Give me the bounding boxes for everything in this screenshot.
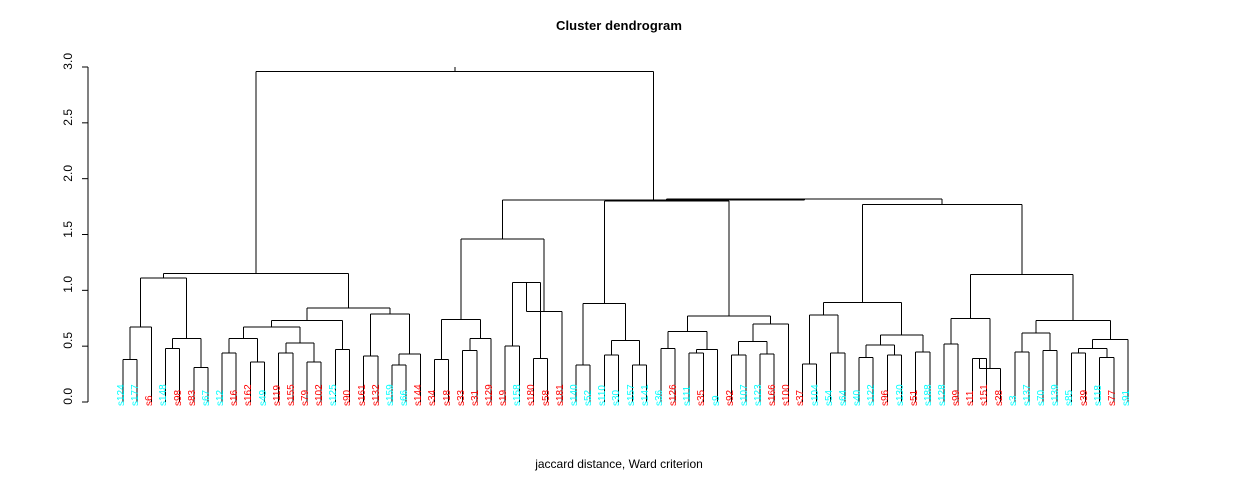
leaf-label: s6 (144, 395, 156, 406)
leaf-label: s99 (951, 389, 963, 406)
leaf-label: s119 (271, 385, 283, 406)
leaf-label: s155 (285, 384, 297, 406)
y-tick-label: 1.0 (61, 276, 75, 294)
leaf-label: s159 (384, 384, 396, 406)
leaf-label: s126 (668, 384, 680, 406)
dendrogram-branches (122, 67, 1129, 402)
y-axis (82, 66, 89, 403)
leaf-label: s92 (724, 389, 736, 406)
leaf-label: s128 (936, 384, 948, 406)
leaf-label: s34 (427, 389, 439, 406)
leaf-label: s148 (158, 384, 170, 406)
leaf-label: s39 (1078, 389, 1090, 406)
leaf-label: s33 (455, 389, 467, 406)
leaf-label: s40 (852, 389, 864, 406)
leaf-label: s166 (767, 384, 779, 406)
leaf-label: s3 (1007, 395, 1019, 406)
leaf-label: s139 (1050, 384, 1062, 406)
leaf-label: s110 (597, 385, 609, 406)
leaf-label: s107 (738, 384, 750, 406)
leaf-label: s30 (611, 389, 623, 406)
leaf-label: s140 (568, 384, 580, 406)
leaf-label: s54 (823, 389, 835, 406)
leaf-label: s19 (498, 389, 510, 406)
leaf-label: s130 (894, 384, 906, 406)
leaf-label: s98 (172, 389, 184, 406)
leaf-label: s157 (625, 384, 637, 406)
leaf-label: s67 (200, 389, 212, 406)
leaf-label: s111 (682, 385, 694, 406)
leaf-label: s180 (526, 384, 538, 406)
leaf-label: s12 (215, 389, 227, 406)
leaf-label: s79 (300, 389, 311, 406)
leaf-label: s36 (653, 389, 665, 406)
leaf-label: s137 (1021, 384, 1033, 406)
leaf-label: s123 (752, 384, 764, 406)
leaf-label: s31 (469, 389, 481, 406)
leaf-label: s177 (130, 384, 142, 406)
leaf-label: s91 (1121, 389, 1132, 406)
leaf-label: s64 (837, 389, 849, 406)
leaf-label: s70 (1036, 389, 1048, 406)
leaf-label: s104 (809, 384, 821, 406)
y-tick-label: 0.5 (61, 332, 75, 349)
leaf-label: s144 (413, 384, 425, 406)
leaf-label: s124 (116, 384, 127, 406)
leaf-label: s90 (342, 389, 354, 406)
y-tick-label: 2.0 (61, 164, 75, 182)
leaf-label: s49 (257, 389, 269, 406)
leaf-label: s181 (554, 384, 566, 406)
leaf-label: s66 (399, 389, 411, 406)
leaf-label: s188 (922, 384, 934, 406)
leaf-label: s9 (710, 395, 722, 406)
leaf-label: s37 (795, 389, 807, 406)
leaf-label: s58 (540, 389, 552, 406)
leaf-label: s83 (186, 389, 198, 406)
leaf-label: s11 (965, 390, 977, 406)
leaf-label: s35 (696, 389, 708, 406)
leaf-label: s77 (1106, 389, 1118, 406)
y-tick-label: 1.5 (61, 220, 75, 238)
leaf-label: s52 (583, 389, 595, 406)
leaf-label: s100 (781, 384, 793, 406)
leaf-label: s132 (370, 384, 382, 406)
leaf-label: s96 (880, 389, 892, 406)
leaf-label: s162 (243, 384, 255, 406)
leaf-label: s16 (229, 389, 241, 406)
leaf-label: s125 (328, 384, 340, 406)
leaf-label: s118 (1092, 385, 1104, 406)
leaf-label: s28 (993, 389, 1005, 406)
leaf-label: s18 (441, 389, 453, 406)
leaf-label: s141 (639, 384, 651, 406)
leaf-label: s122 (866, 384, 878, 406)
page-title: Cluster dendrogram (555, 18, 683, 33)
leaf-label: s102 (314, 384, 326, 406)
leaf-label: s51 (908, 389, 920, 406)
y-tick-label: 0.0 (61, 388, 75, 405)
x-axis-label: jaccard distance, Ward criterion (535, 457, 703, 471)
y-tick-label: 3.0 (61, 53, 75, 70)
leaf-label: s129 (484, 384, 496, 406)
y-tick-label: 2.5 (61, 108, 75, 126)
leaf-label: s151 (979, 384, 991, 406)
leaf-label: s161 (356, 384, 368, 406)
leaf-label: s158 (512, 384, 524, 406)
leaf-label: s85 (1064, 389, 1076, 406)
